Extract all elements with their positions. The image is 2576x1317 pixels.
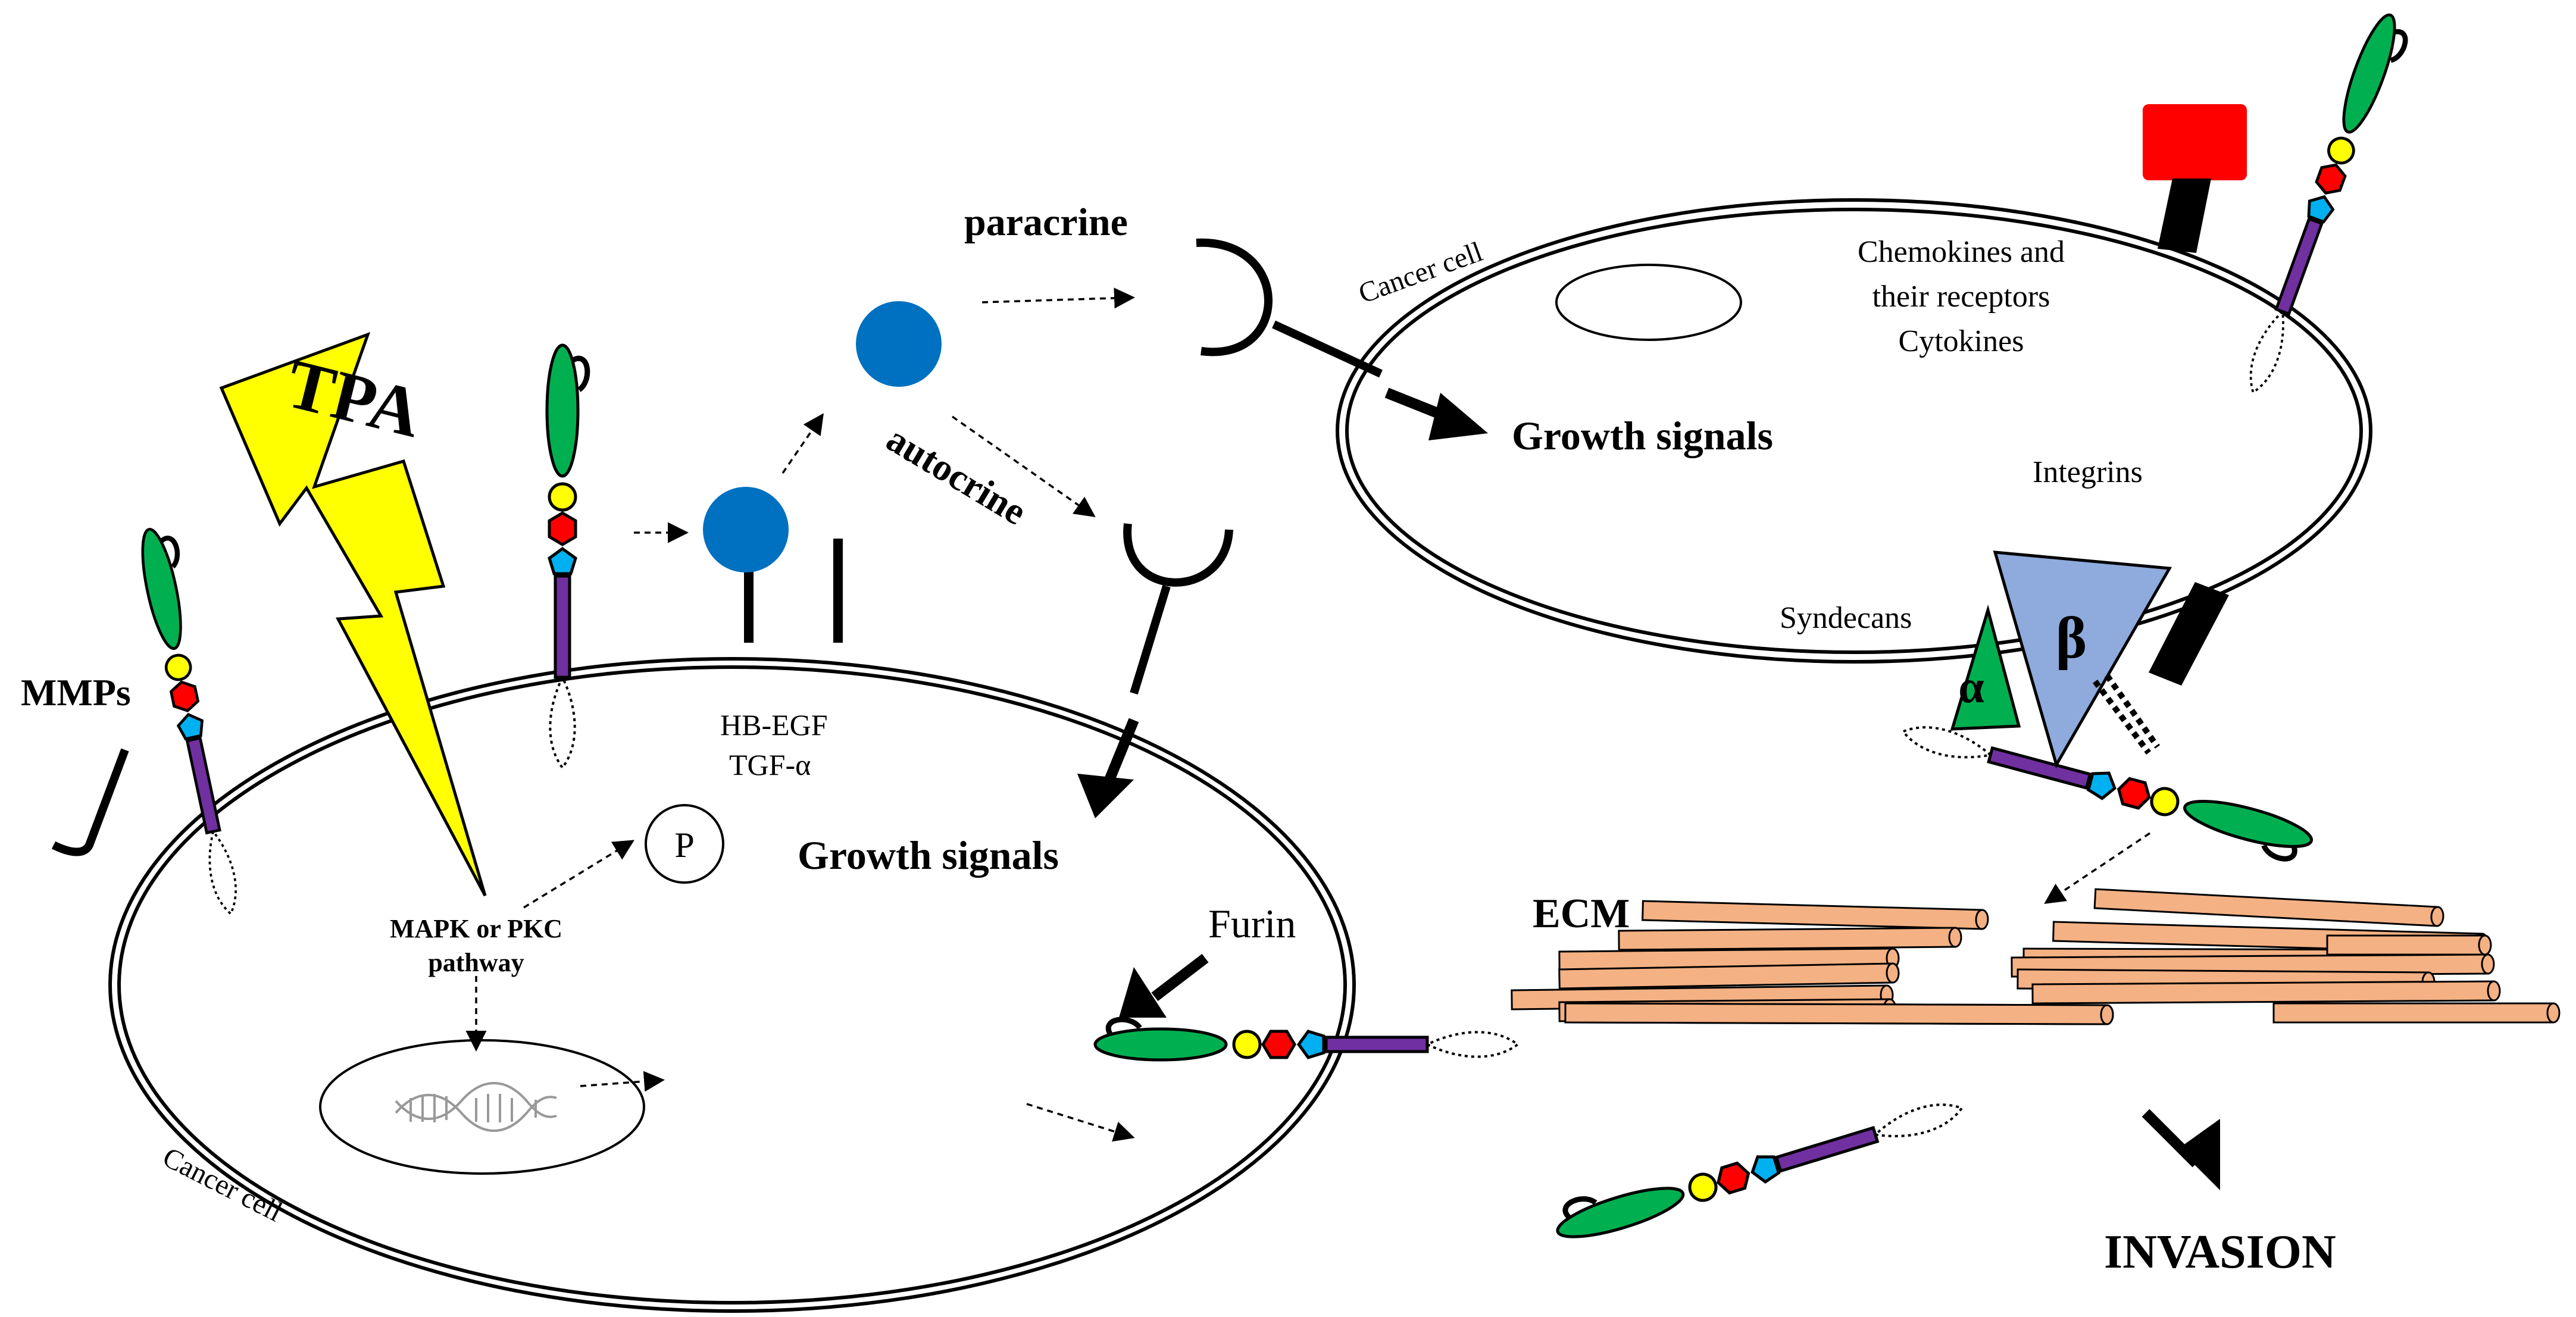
ecm-fiber-icon bbox=[1564, 1002, 2114, 1025]
ecm-fiber-icon bbox=[1642, 900, 1989, 930]
ligand-stalks bbox=[744, 539, 843, 643]
arrow-icon bbox=[2178, 1119, 2220, 1190]
mapk-label-line1: MAPK or PKC bbox=[390, 914, 562, 943]
arrow-icon bbox=[1428, 393, 1488, 440]
receptor-icon bbox=[1123, 523, 1233, 695]
syndecan-icon bbox=[2149, 582, 2229, 686]
growth-signals-left: Growth signals bbox=[798, 833, 1059, 878]
ligand-icon bbox=[856, 301, 942, 387]
ecm-fiber-icon bbox=[2326, 934, 2492, 956]
receptor-icon bbox=[1196, 238, 1383, 378]
paracrine-label: paracrine bbox=[964, 201, 1128, 244]
integrin-icon bbox=[1950, 550, 2172, 769]
lightning-icon bbox=[219, 331, 487, 897]
arrow-icon bbox=[1119, 967, 1167, 1018]
mmp-protein-icon bbox=[1897, 717, 2315, 865]
integrins-label: Integrins bbox=[2033, 455, 2143, 489]
chemokine-receptor bbox=[2143, 104, 2247, 253]
prodomain-fragment bbox=[51, 748, 129, 856]
arrow-icon bbox=[1151, 953, 1209, 1002]
cancer-cell-left-label: Cancer cell bbox=[158, 1141, 287, 1228]
invasion-label: INVASION bbox=[2104, 1226, 2336, 1278]
mmp-protein-icon bbox=[1095, 1019, 1518, 1060]
nucleus-left bbox=[319, 1039, 645, 1175]
mmps-label: MMPs bbox=[21, 671, 131, 714]
mmp-protein-icon bbox=[135, 524, 254, 916]
chemokines-line2: their receptors bbox=[1872, 280, 2050, 314]
dna-icon bbox=[395, 1082, 557, 1132]
ecm-label: ECM bbox=[1533, 891, 1630, 937]
ecm-fiber-icon bbox=[2093, 888, 2444, 927]
alpha-label: α bbox=[1958, 661, 1984, 712]
growth-signals-right: Growth signals bbox=[1512, 413, 1773, 458]
arrow-icon bbox=[1077, 774, 1134, 818]
ligand-icon bbox=[703, 487, 789, 573]
cancer-cell-right-label: Cancer cell bbox=[1355, 236, 1487, 309]
syndecans-label: Syndecans bbox=[1780, 601, 1912, 635]
ecm-fiber-icon bbox=[1558, 962, 1900, 990]
phosphate-label: P bbox=[674, 825, 694, 865]
ecm-fiber-icon bbox=[1618, 927, 1962, 951]
mmp-protein-icon bbox=[2239, 10, 2412, 401]
dashed-arrows bbox=[465, 287, 2150, 1142]
mmp-protein-icon bbox=[1550, 1084, 1967, 1246]
hb-egf-label: HB-EGF bbox=[720, 708, 828, 742]
mapk-label-line2: pathway bbox=[428, 948, 524, 977]
cytokines-label: Cytokines bbox=[1899, 324, 2024, 358]
autocrine-label: autocrine bbox=[880, 417, 1034, 533]
phosphate-icon: P bbox=[645, 804, 724, 884]
right-cell bbox=[1336, 198, 2372, 664]
tgf-alpha-label: TGF-α bbox=[729, 748, 811, 781]
nucleus-right bbox=[1555, 264, 1742, 341]
chemokines-line1: Chemokines and bbox=[1858, 235, 2065, 269]
left-cell bbox=[108, 657, 1356, 1313]
beta-label: β bbox=[2056, 605, 2087, 671]
ecm-fiber-icon bbox=[2272, 1002, 2561, 1024]
furin-label: Furin bbox=[1208, 901, 1296, 946]
ecm-fiber-icon bbox=[2031, 980, 2501, 1005]
arrow-icon bbox=[1102, 718, 1139, 788]
mmp-protein-icon bbox=[547, 345, 587, 768]
ecm-fibers bbox=[1511, 888, 2561, 1025]
